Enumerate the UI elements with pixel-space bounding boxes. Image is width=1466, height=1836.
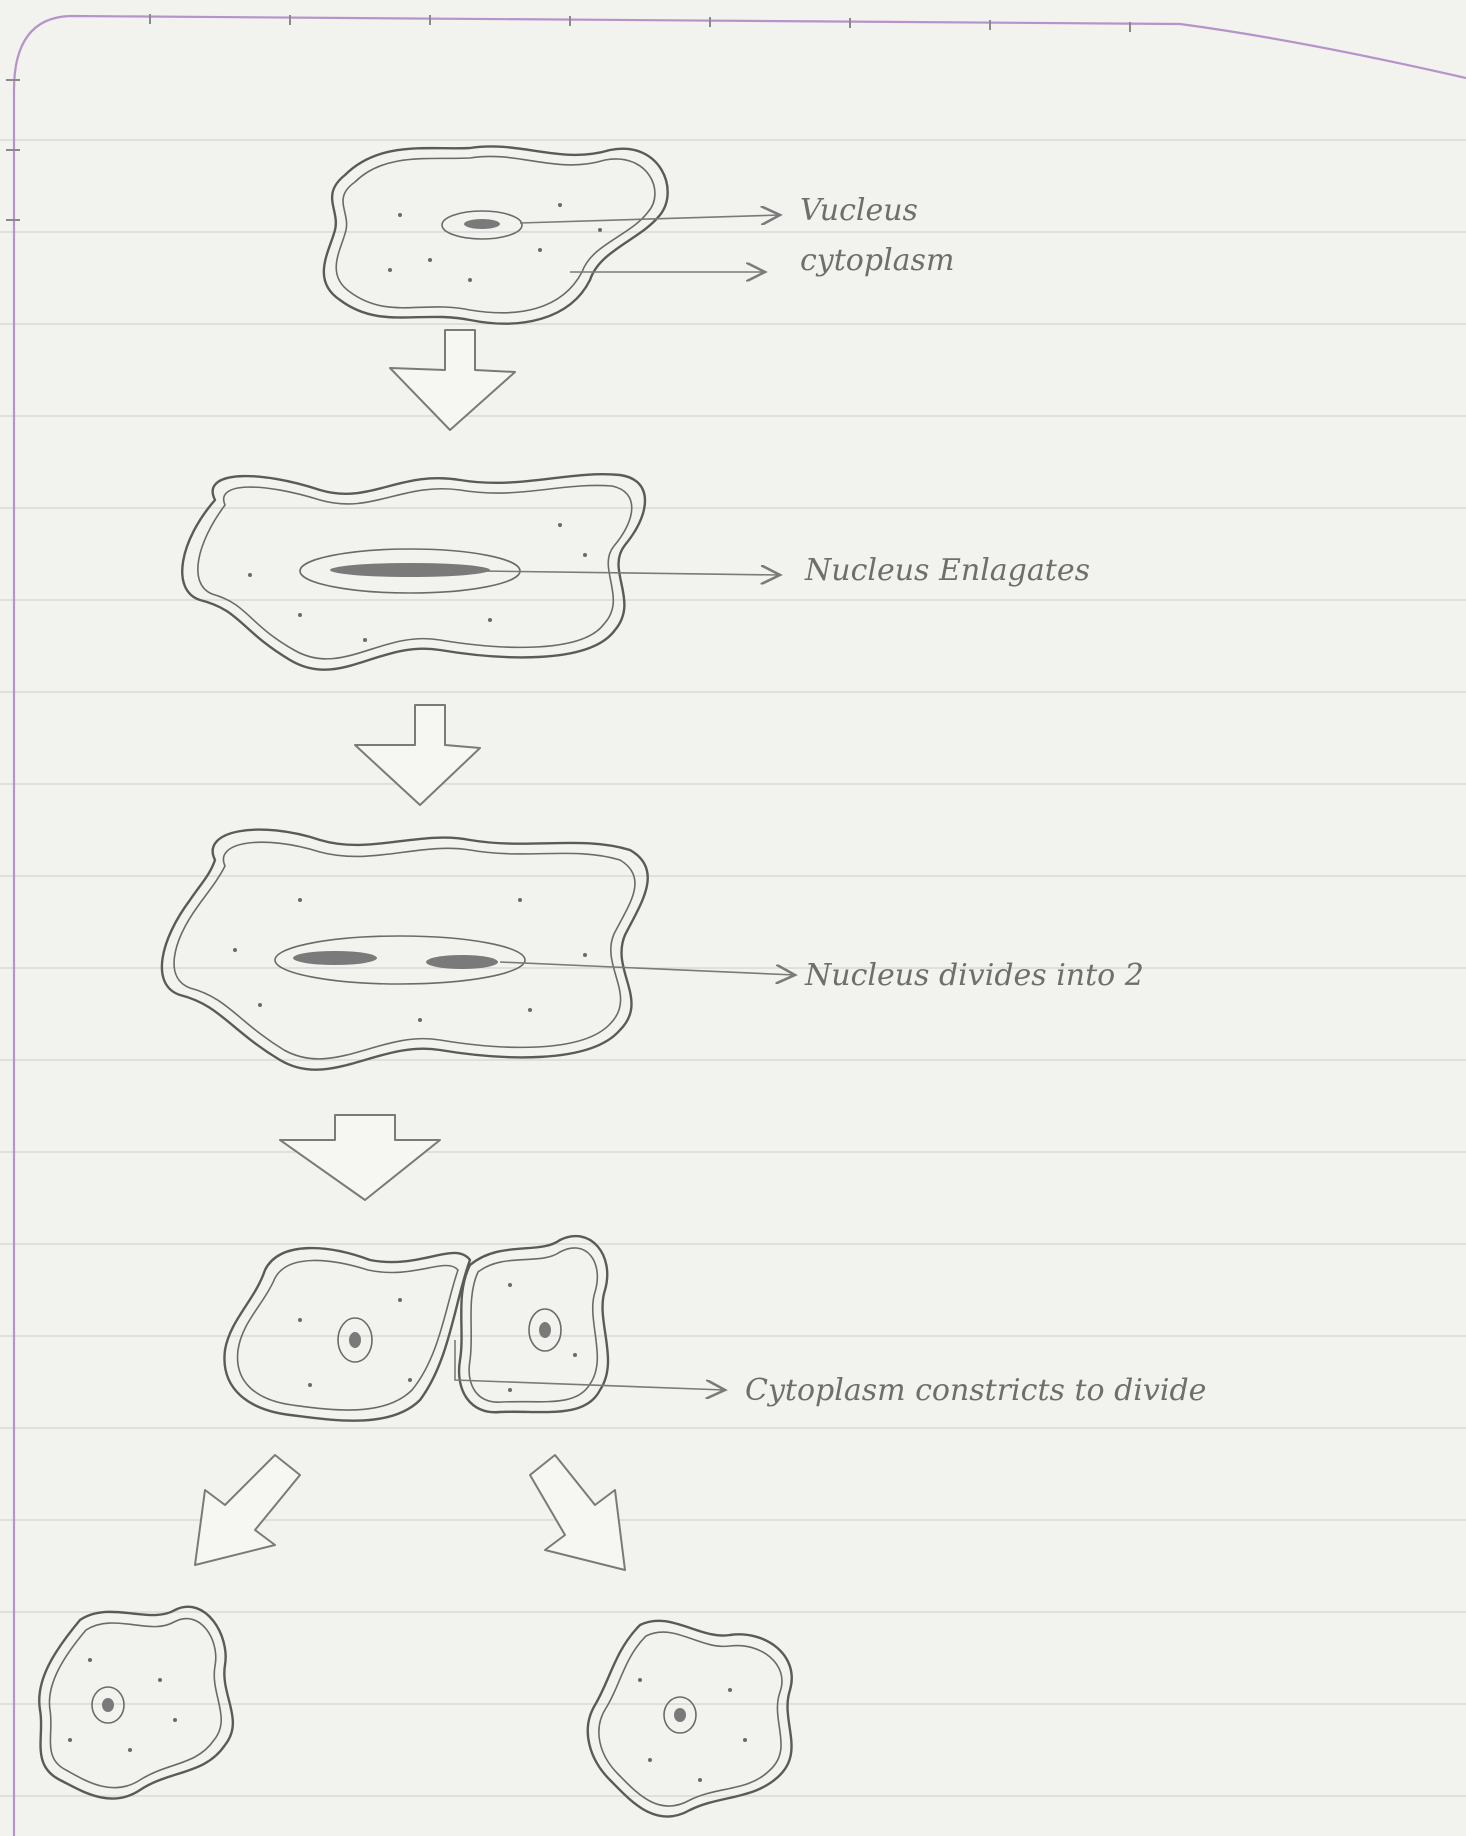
label-nucleus-elongates: Nucleus Enlagates [804, 553, 1090, 588]
label-nucleus-divides: Nucleus divides into 2 [804, 958, 1144, 993]
amoeba-stage-1 [324, 146, 668, 323]
down-arrow-1 [390, 330, 515, 430]
down-arrow-2 [355, 705, 480, 805]
label-cytoplasm-constricts: Cytoplasm constricts to divide [745, 1373, 1206, 1408]
daughter-nucleus-right [426, 955, 498, 969]
daughter-amoeba-left [39, 1607, 233, 1799]
nucleus-pointer [520, 215, 780, 223]
elongation-pointer [480, 571, 780, 575]
down-left-arrow [195, 1455, 300, 1565]
daughter-cell-right-nucleus [539, 1322, 551, 1338]
amoeba-stage-4 [224, 1236, 608, 1421]
constriction-pointer [455, 1340, 725, 1390]
margin-ticks [6, 14, 1130, 220]
down-arrow-3 [280, 1115, 440, 1200]
down-right-arrow [530, 1455, 625, 1570]
label-nucleus: Vucleus [800, 193, 918, 228]
elongated-nucleus [330, 563, 490, 577]
daughter-nucleus-left [293, 951, 377, 965]
daughter-amoeba-right [588, 1621, 792, 1817]
label-cytoplasm: cytoplasm [800, 243, 954, 278]
page-margin-line [14, 16, 1466, 1836]
amoeba-stage-3 [162, 830, 648, 1070]
nucleus [464, 219, 500, 229]
daughter-cell-left-nucleus [349, 1332, 361, 1348]
